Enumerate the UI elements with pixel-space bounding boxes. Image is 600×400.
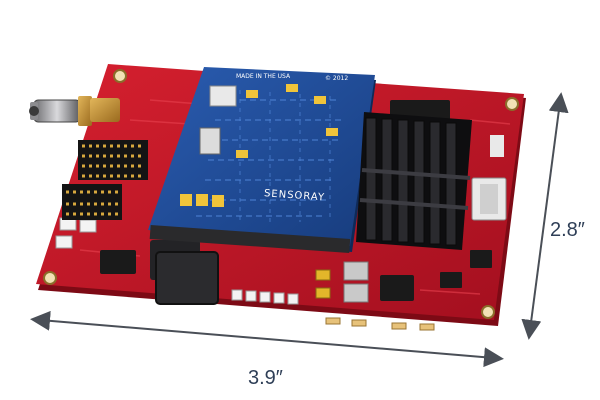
bnc-connector — [29, 96, 120, 126]
mounting-hole — [505, 97, 519, 111]
card-socket — [155, 251, 219, 305]
board-connector-strip — [149, 225, 351, 253]
height-dimension: 2.8″ — [521, 92, 585, 340]
white-connectors — [55, 217, 299, 305]
mounting-hole — [481, 305, 495, 319]
blue-daughter-board: MADE IN THE USA © 2012 SENSORAY — [148, 67, 376, 252]
width-dimension: 3.9″ — [30, 310, 504, 389]
made-in-label: MADE IN THE USA — [236, 73, 291, 80]
pin-header — [62, 140, 148, 220]
edge-pads — [325, 317, 435, 331]
width-label: 3.9″ — [248, 367, 283, 389]
capacitors — [315, 261, 369, 303]
mounting-hole — [43, 271, 57, 285]
height-label: 2.8″ — [550, 219, 585, 241]
copyright-label: © 2012 — [325, 75, 348, 82]
seven-segment-display — [471, 177, 507, 221]
brand-silkscreen: SENSORAY — [264, 188, 326, 203]
blue-board-components — [180, 84, 338, 207]
mounting-hole — [113, 69, 127, 83]
heat-sink — [356, 112, 472, 250]
